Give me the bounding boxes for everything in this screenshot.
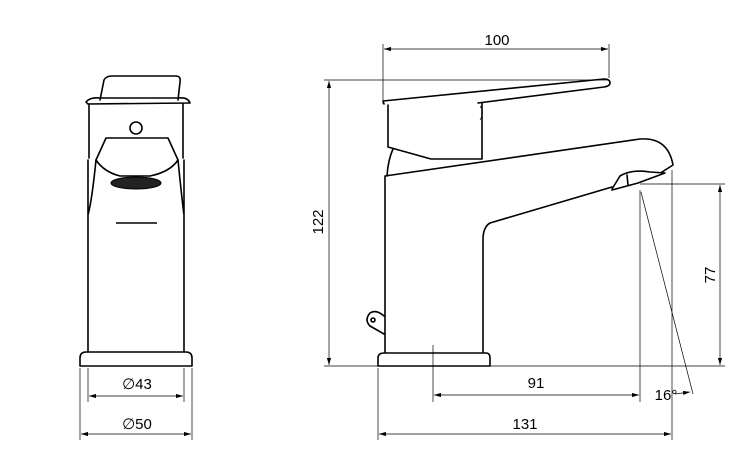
dim-spout-height: 77 — [702, 267, 719, 284]
front-handle-block — [88, 103, 184, 159]
front-aerator — [110, 176, 162, 190]
dim-spray-angle: 16° — [655, 387, 678, 404]
dim-spout-reach: 91 — [528, 375, 545, 392]
side-handle-lever — [382, 78, 611, 105]
side-body-spout — [384, 138, 674, 353]
dim-total-height: 122 — [310, 209, 327, 234]
spray-angle-line — [640, 191, 694, 395]
side-aerator — [611, 170, 666, 191]
side-view: 100 122 77 91 16° 131 — [310, 32, 725, 440]
side-base — [377, 352, 491, 367]
front-collar — [85, 97, 191, 105]
front-base — [79, 351, 193, 367]
side-drain-lever — [366, 310, 385, 335]
dim-inner-diameter: ∅43 — [122, 376, 152, 393]
front-spout — [95, 137, 179, 177]
dim-total-depth: 131 — [512, 416, 537, 433]
front-top-cap — [99, 75, 181, 101]
front-body — [87, 159, 185, 353]
front-handle-screw — [129, 121, 143, 135]
side-handle-block — [387, 102, 483, 160]
front-view: ∅43 ∅50 — [79, 75, 193, 440]
dim-outer-diameter: ∅50 — [122, 416, 152, 433]
dim-handle-length: 100 — [484, 32, 509, 49]
side-cartridge — [386, 148, 394, 177]
